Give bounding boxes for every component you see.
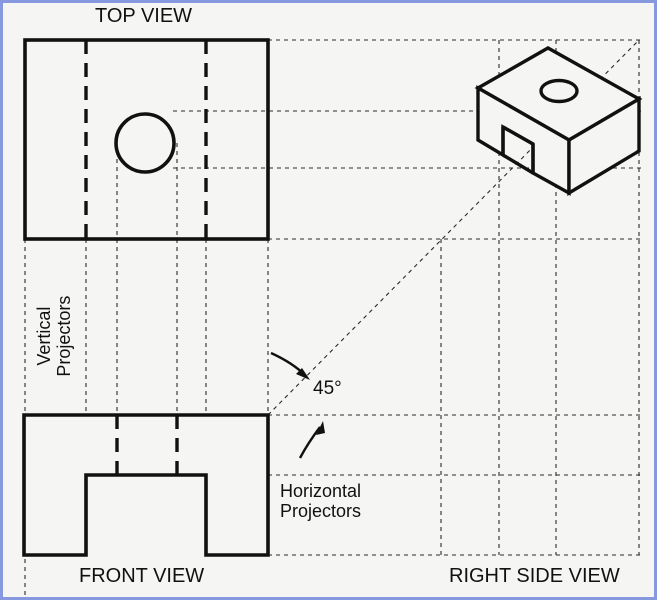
vertical-projectors-label: Vertical Projectors	[33, 295, 74, 377]
top-view-hole-circle	[114, 112, 176, 174]
leader-arrows	[270, 351, 325, 459]
projection-lines	[24, 39, 643, 597]
drawing-canvas	[22, 38, 643, 597]
arrow-curve-horizontal-projectors	[298, 426, 321, 459]
iso-notch-inner-bottom	[502, 153, 534, 175]
angle-45-degree-label: 45°	[313, 378, 342, 399]
front-view-group	[22, 413, 270, 557]
right-side-view-label: RIGHT SIDE VIEW	[449, 565, 620, 587]
top-view-group	[23, 38, 270, 241]
horizontal-projectors-label: Horizontal Projectors	[280, 481, 362, 522]
arrow-head-45-degree	[296, 368, 310, 380]
arrow-head-horizontal-projectors	[316, 421, 325, 435]
front-view-label: FRONT VIEW	[79, 565, 205, 587]
front-view-outline	[22, 413, 270, 557]
iso-hole-ellipse	[539, 78, 579, 104]
top-view-outline	[23, 38, 270, 241]
iso-notch-inner-top	[502, 125, 534, 146]
iso-right-face	[567, 96, 641, 197]
isometric-pictorial-view	[474, 46, 643, 197]
top-view-label: TOP VIEW	[95, 5, 193, 27]
